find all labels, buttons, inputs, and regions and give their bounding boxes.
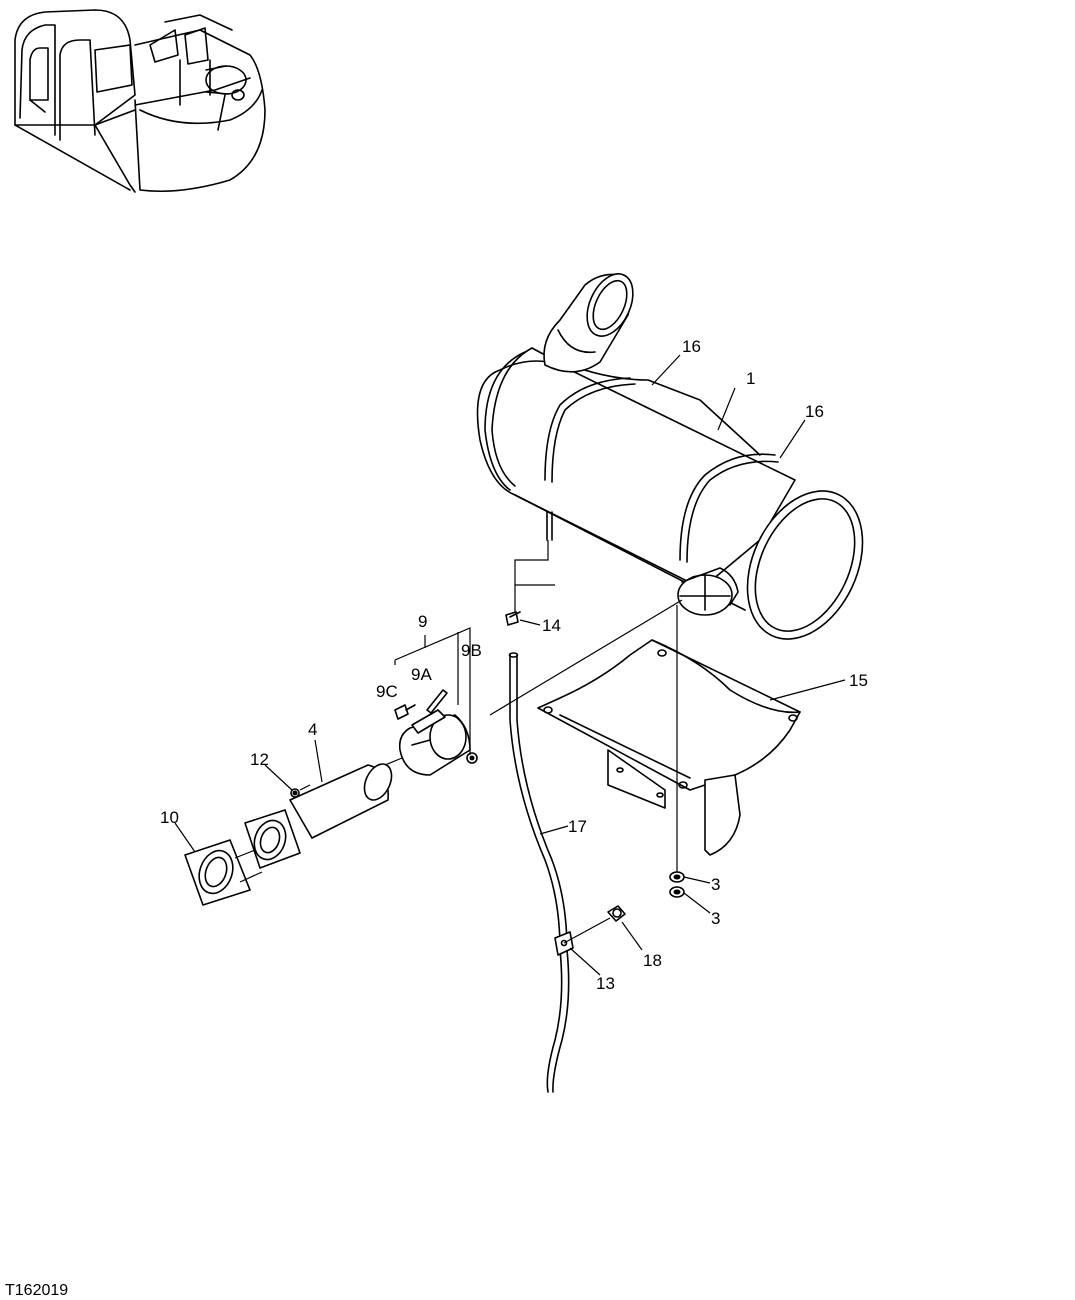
callout-15: 15 [849, 671, 868, 690]
callout-3-lower: 3 [711, 909, 720, 928]
clamp [398, 709, 471, 776]
callout-9: 9 [418, 612, 427, 631]
clamp-bolt-18 [607, 905, 626, 922]
tube-clamp [554, 931, 574, 956]
gasket [184, 839, 251, 906]
muffler-assembly [476, 273, 864, 640]
callout-3-upper: 3 [711, 875, 720, 894]
support-bracket [537, 639, 801, 856]
callout-12: 12 [250, 750, 269, 769]
assembly-lines [234, 540, 683, 944]
exhaust-pipe [289, 763, 393, 839]
mount-nuts [669, 871, 685, 898]
callout-18: 18 [643, 951, 662, 970]
locator-thumbnail-machine [14, 9, 266, 193]
clamp-nut [466, 752, 478, 764]
callout-labels: 1 16 16 15 14 9 9A 9B 9C 4 12 10 17 3 3 … [160, 337, 868, 993]
callout-13: 13 [596, 974, 615, 993]
callout-9a: 9A [411, 665, 432, 684]
flange-nut [290, 788, 300, 798]
clamp-pin [426, 689, 448, 714]
callout-14: 14 [542, 616, 561, 635]
leader-lines [174, 354, 846, 976]
callout-10: 10 [160, 808, 179, 827]
callout-9b: 9B [461, 641, 482, 660]
clamp-bolt [394, 704, 416, 720]
callout-1: 1 [746, 369, 755, 388]
figure-id: T162019 [5, 1282, 68, 1299]
callout-17: 17 [568, 817, 587, 836]
callout-4: 4 [308, 720, 317, 739]
callout-16-top: 16 [682, 337, 701, 356]
callout-16-right: 16 [805, 402, 824, 421]
tube-clip [505, 611, 521, 626]
callout-9c: 9C [376, 682, 398, 701]
pipe-flange [244, 809, 301, 869]
drain-tube [508, 652, 570, 1093]
